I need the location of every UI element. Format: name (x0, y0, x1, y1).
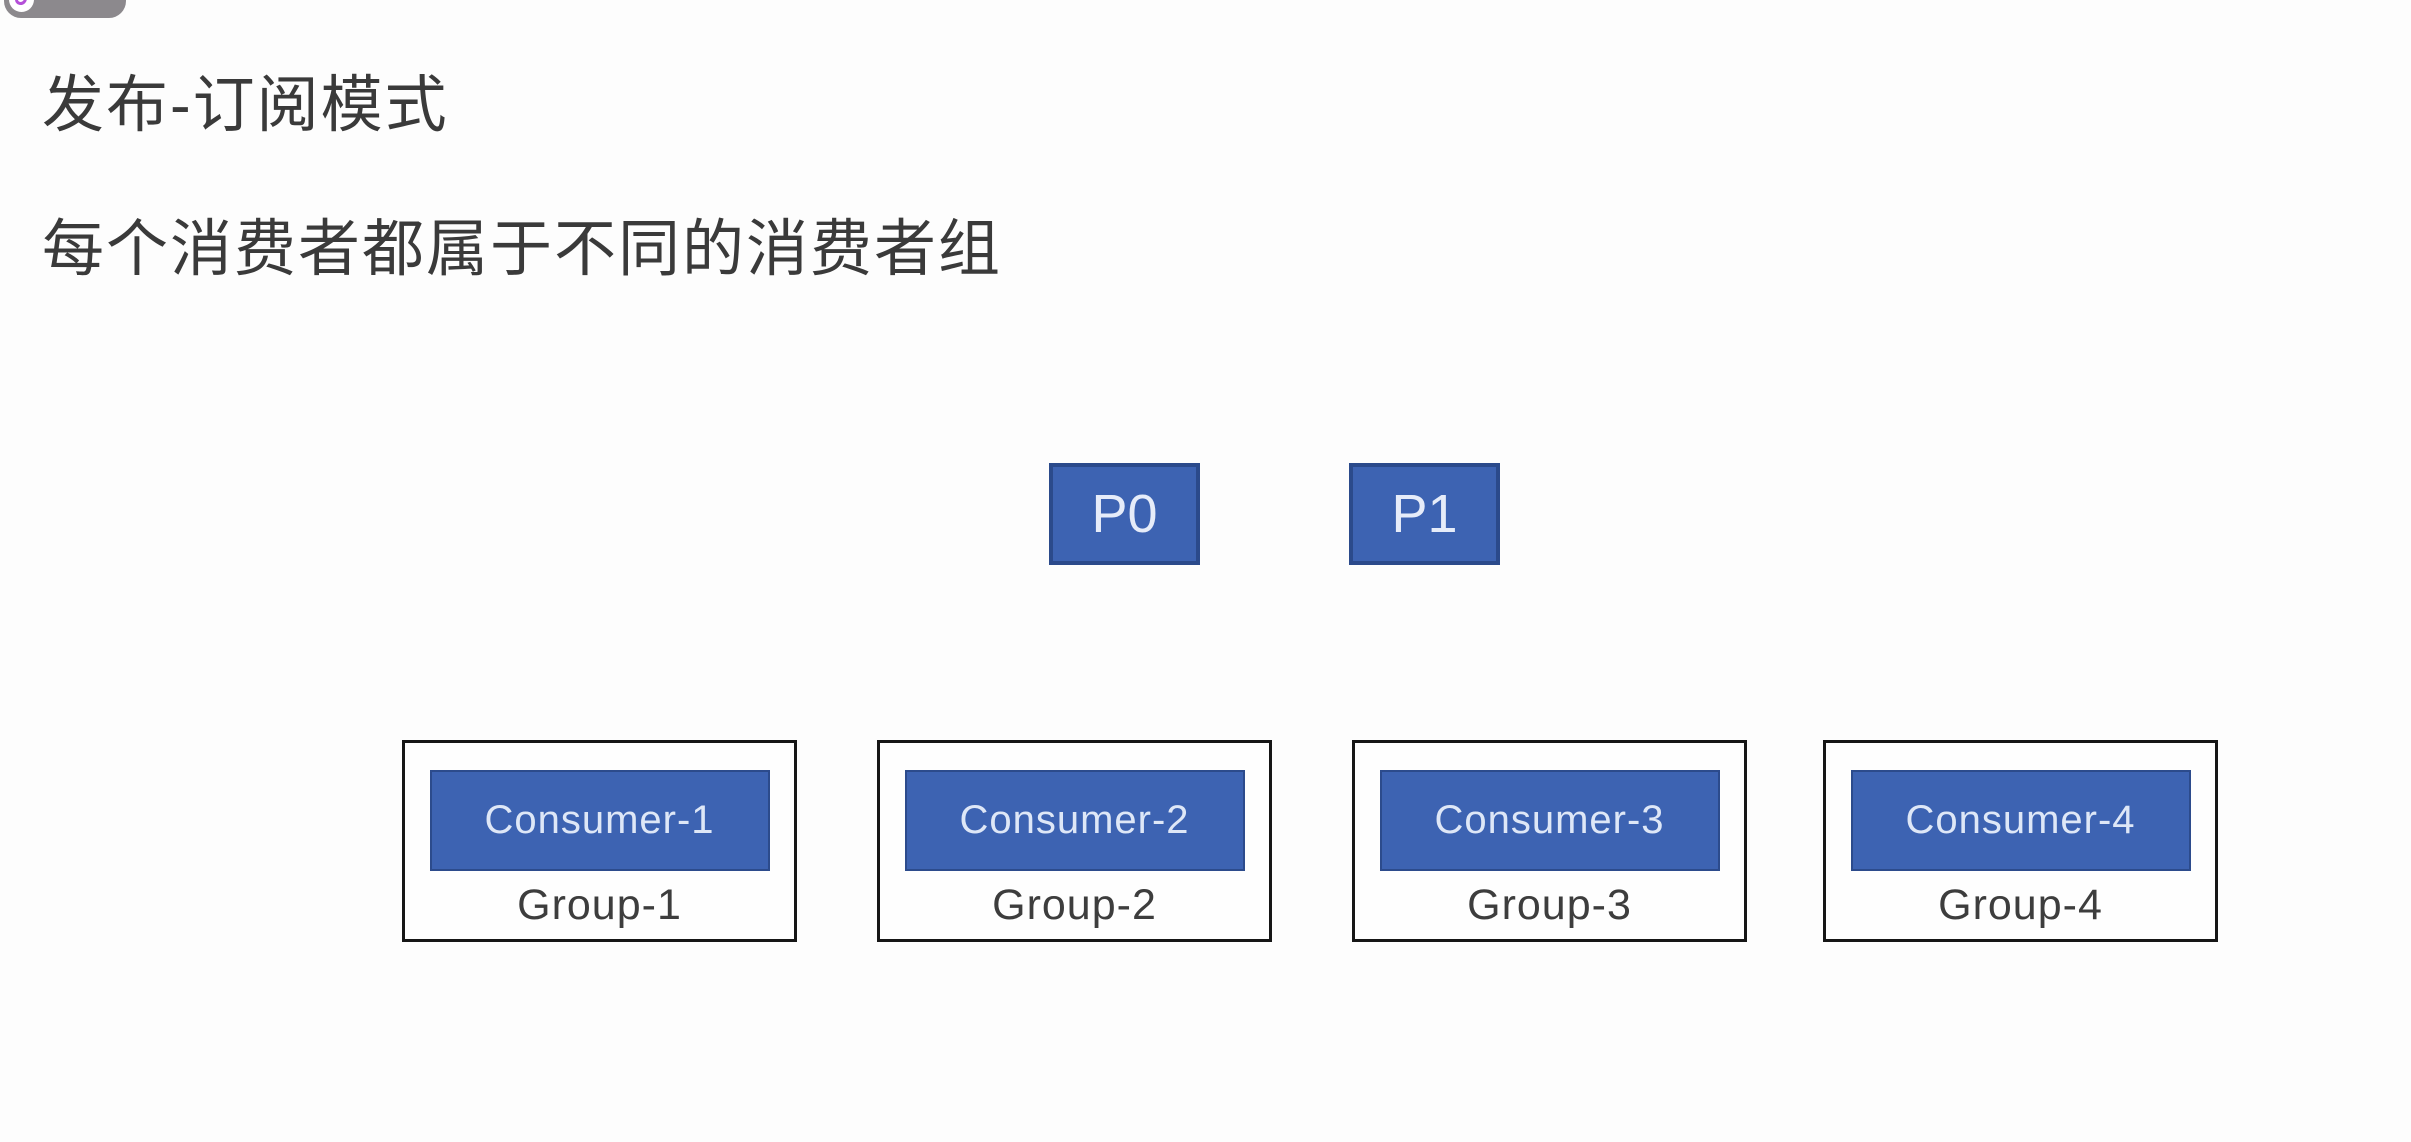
consumer-1-label: Consumer-1 (484, 798, 715, 842)
partition-p1-box: P1 (1349, 463, 1500, 565)
consumer-4-box: Consumer-4 (1850, 770, 2191, 871)
consumer-group-1-box: Consumer-1 Group-1 (402, 740, 797, 942)
group-2-label: Group-2 (992, 881, 1157, 929)
group-3-label: Group-3 (1467, 881, 1632, 929)
partition-p0-label: P0 (1091, 484, 1158, 544)
page-title: 发布-订阅模式 (42, 71, 449, 140)
consumer-1-box: Consumer-1 (429, 770, 770, 871)
consumer-2-label: Consumer-2 (959, 798, 1190, 842)
partition-p0-box: P0 (1049, 463, 1200, 565)
consumer-2-box: Consumer-2 (904, 770, 1245, 871)
watermark-badge (4, 0, 126, 18)
consumer-3-box: Consumer-3 (1379, 770, 1720, 871)
logo-glyph-icon (15, 0, 27, 5)
partition-p1-label: P1 (1391, 484, 1458, 544)
consumer-4-label: Consumer-4 (1905, 798, 2136, 842)
consumer-group-3-box: Consumer-3 Group-3 (1352, 740, 1747, 942)
logo-badge-icon (9, 0, 34, 12)
group-4-label: Group-4 (1938, 881, 2103, 929)
consumer-group-2-box: Consumer-2 Group-2 (877, 740, 1272, 942)
group-1-label: Group-1 (517, 881, 682, 929)
consumer-group-4-box: Consumer-4 Group-4 (1823, 740, 2218, 942)
consumer-3-label: Consumer-3 (1434, 798, 1665, 842)
page-subtitle: 每个消费者都属于不同的消费者组 (42, 215, 1003, 284)
